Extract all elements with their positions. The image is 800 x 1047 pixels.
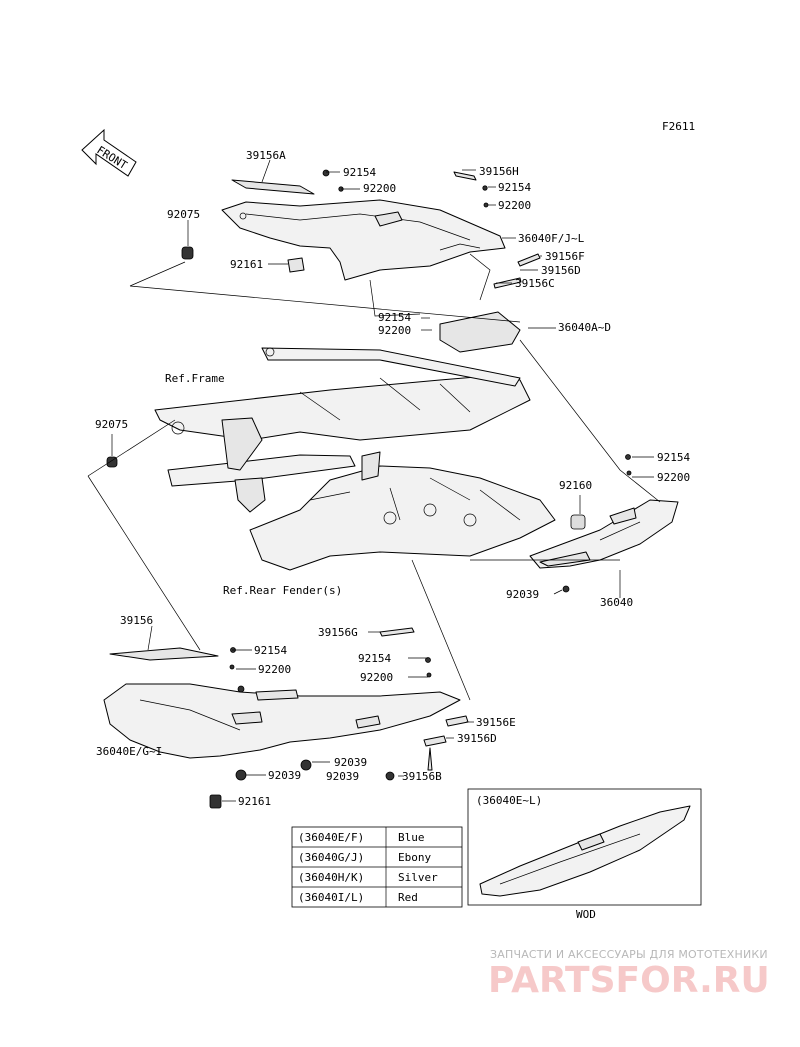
label-39156D-a: 39156D: [541, 264, 581, 277]
label-36040: 36040: [600, 596, 633, 609]
label-92161-b: 92161: [238, 795, 271, 808]
inset-caption: WOD: [576, 908, 596, 921]
label-39156E: 39156E: [476, 716, 516, 729]
label-39156: 39156: [120, 614, 153, 627]
table-code-1: (36040E/F): [298, 831, 364, 844]
strip-39156: [109, 647, 219, 661]
label-ref-frame: Ref.Frame: [165, 372, 225, 385]
label-92200-d: 92200: [657, 471, 690, 484]
figure-code: F2611: [662, 120, 695, 133]
label-92039-a: 92039: [506, 588, 539, 601]
label-92075-a: 92075: [167, 208, 200, 221]
label-39156A: 39156A: [246, 149, 286, 162]
watermark-tagline: ЗАПЧАСТИ И АКСЕССУАРЫ ДЛЯ МОТОТЕХНИКИ: [490, 948, 768, 961]
strip-39156A: [231, 179, 315, 195]
label-92154-a: 92154: [343, 166, 376, 179]
label-92039-b: 92039: [334, 756, 367, 769]
label-92200-f: 92200: [360, 671, 393, 684]
label-92039-d: 92039: [326, 770, 359, 783]
frame-assembly: [154, 311, 531, 513]
tail-cowl-36040: [529, 454, 679, 593]
label-92039-c: 92039: [268, 769, 301, 782]
label-36040EGI: 36040E/G~I: [96, 745, 162, 758]
fasteners-top: [181, 169, 541, 289]
label-39156H: 39156H: [479, 165, 519, 178]
color-variant-table: (36040E/F) Blue (36040G/J) Ebony (36040H…: [291, 826, 463, 908]
table-code-2: (36040G/J): [298, 851, 364, 864]
label-36040FJL: 36040F/J~L: [518, 232, 585, 245]
table-color-2: Ebony: [398, 851, 431, 864]
grommet-92075-lower: [106, 456, 118, 468]
label-92075-b: 92075: [95, 418, 128, 431]
label-36040AD: 36040A~D: [558, 321, 611, 334]
label-92200-b: 92200: [498, 199, 531, 212]
upper-seat-cowl: [221, 199, 506, 281]
table-color-4: Red: [398, 891, 418, 904]
label-39156C: 39156C: [515, 277, 555, 290]
rear-fender: [249, 451, 556, 571]
label-92154-e: 92154: [254, 644, 287, 657]
label-92154-f: 92154: [358, 652, 391, 665]
watermark-logo: PARTSFOR.RU: [488, 960, 770, 1001]
label-92154-c: 92154: [378, 311, 411, 324]
label-92154-d: 92154: [657, 451, 690, 464]
table-color-3: Silver: [398, 871, 438, 884]
label-39156F: 39156F: [545, 250, 585, 263]
table-color-1: Blue: [398, 831, 425, 844]
label-92161-a: 92161: [230, 258, 263, 271]
side-cover-36040E: [103, 664, 461, 759]
front-arrow-icon: FRONT: [81, 128, 137, 177]
label-92200-e: 92200: [258, 663, 291, 676]
label-92160: 92160: [559, 479, 592, 492]
label-39156G: 39156G: [318, 626, 358, 639]
label-92200-c: 92200: [378, 324, 411, 337]
inset-title: (36040E~L): [476, 794, 542, 807]
table-code-3: (36040H/K): [298, 871, 364, 884]
label-92200-a: 92200: [363, 182, 396, 195]
leader-lines: [87, 159, 661, 802]
label-39156D-b: 39156D: [457, 732, 497, 745]
label-ref-rear-fender: Ref.Rear Fender(s): [223, 584, 342, 597]
label-92154-b: 92154: [498, 181, 531, 194]
label-39156B: 39156B: [402, 770, 442, 783]
inset-box: (36040E~L) WOD: [467, 788, 702, 921]
strip-39156G: [379, 627, 415, 637]
table-code-4: (36040I/L): [298, 891, 364, 904]
